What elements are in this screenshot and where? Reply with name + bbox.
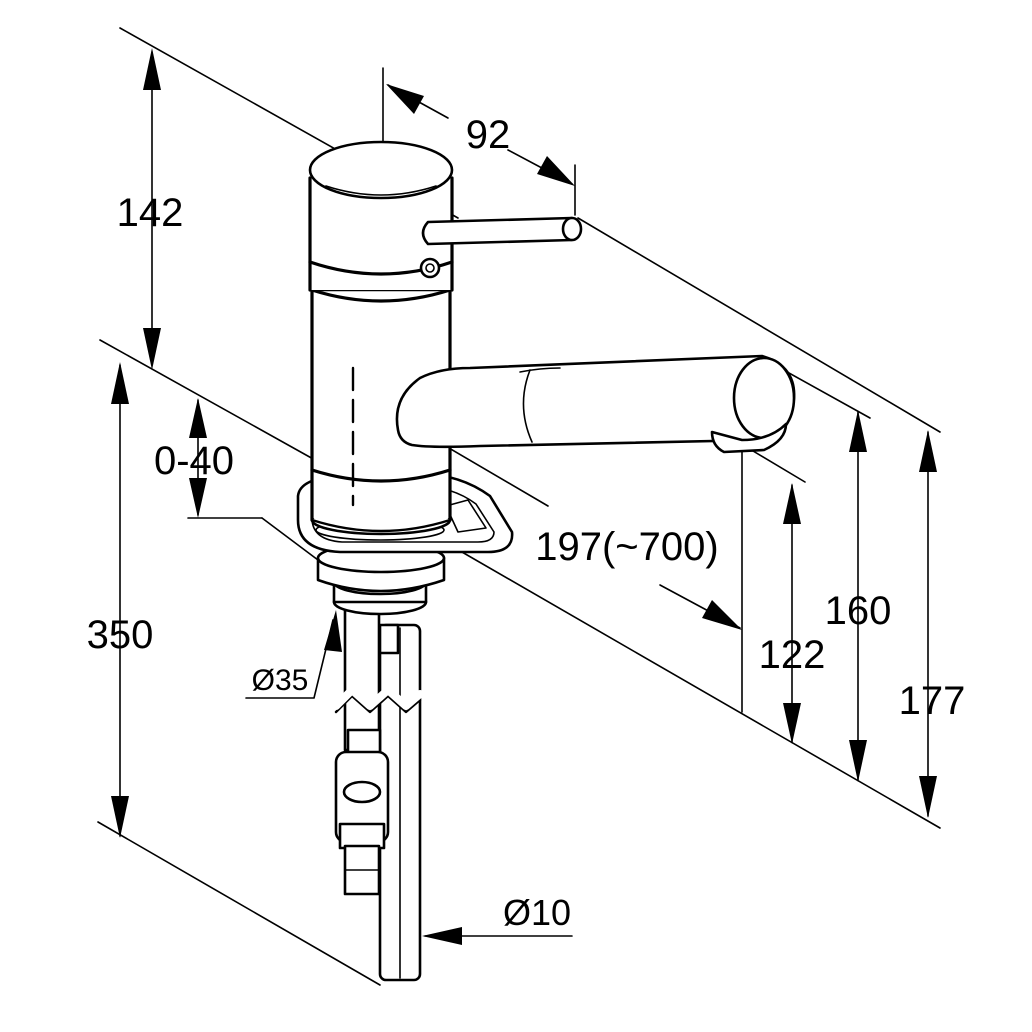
- arrow-177-top: [919, 430, 937, 472]
- arrow-350-top: [111, 362, 129, 404]
- arrow-0-40-bottom: [189, 478, 207, 518]
- base-plate-notch: [445, 499, 487, 533]
- pipe-connector: [378, 623, 400, 655]
- lower-body-top-edge: [310, 288, 452, 303]
- mounting-shank: [316, 542, 446, 616]
- lower-body-band: [310, 468, 452, 483]
- adjust-leader-diagonal: [261, 517, 319, 561]
- arrow-350-bottom: [111, 796, 129, 838]
- set-screw: [419, 257, 441, 279]
- lever-handle: [421, 216, 583, 246]
- label-160: 160: [825, 589, 892, 633]
- arrow-92-left: [386, 84, 424, 114]
- lever-rod: [421, 216, 580, 246]
- lever-extension-line: [577, 217, 941, 433]
- arrow-92-right: [537, 156, 575, 186]
- arrow-142-top: [143, 48, 161, 90]
- dimension-labels: 92 142 0-40 197(~700) 350 Ø35 122 160 17…: [87, 113, 966, 933]
- extension-lines: [97, 27, 941, 986]
- spout-pullout-seam-left: [522, 369, 533, 443]
- label-142: 142: [117, 191, 184, 235]
- arrow-197-right: [702, 600, 742, 630]
- hose-ferrule: [338, 822, 386, 850]
- label-177: 177: [899, 679, 966, 723]
- outlet-extension-line: [747, 447, 806, 483]
- deck-extension-line-left: [99, 339, 316, 461]
- break-symbol-top: [334, 694, 422, 714]
- label-122: 122: [759, 633, 826, 677]
- upper-body-cap: [308, 140, 454, 200]
- arrow-177-bottom: [919, 776, 937, 818]
- label-d35: Ø35: [252, 664, 309, 697]
- cap-rim: [325, 185, 437, 196]
- spout-pullout-highlight: [519, 367, 561, 373]
- label-d10: Ø10: [503, 892, 571, 933]
- arrow-122-bottom: [783, 703, 801, 744]
- arrow-160-bottom: [849, 740, 867, 782]
- set-screw-hole: [425, 263, 435, 273]
- label-0-40: 0-40: [154, 439, 234, 483]
- spout-outlet: [710, 422, 788, 454]
- arrow-142-bottom: [143, 328, 161, 370]
- label-92: 92: [466, 113, 511, 157]
- break-gap: [332, 686, 424, 710]
- arrow-122-top: [783, 483, 801, 524]
- label-197: 197(~700): [535, 525, 718, 569]
- lower-body-bottom-edge: [310, 518, 452, 533]
- deck-extension-line-right: [454, 547, 941, 829]
- label-350: 350: [87, 613, 154, 657]
- upper-body: [308, 140, 454, 292]
- arrow-160-top: [849, 410, 867, 452]
- lever-tip: [561, 216, 583, 242]
- lower-body: [310, 288, 452, 536]
- arrow-d10: [422, 927, 462, 945]
- arrow-0-40-top: [189, 398, 207, 438]
- hose-fitting-nut: [342, 780, 382, 804]
- spout: [395, 354, 796, 454]
- dimension-lines: [111, 48, 937, 945]
- faucet: [296, 140, 796, 982]
- spout-top-extension-line: [779, 367, 871, 419]
- arrow-d35: [324, 610, 342, 652]
- bottom-extension-line: [97, 821, 381, 986]
- supply-pipes: [334, 608, 422, 982]
